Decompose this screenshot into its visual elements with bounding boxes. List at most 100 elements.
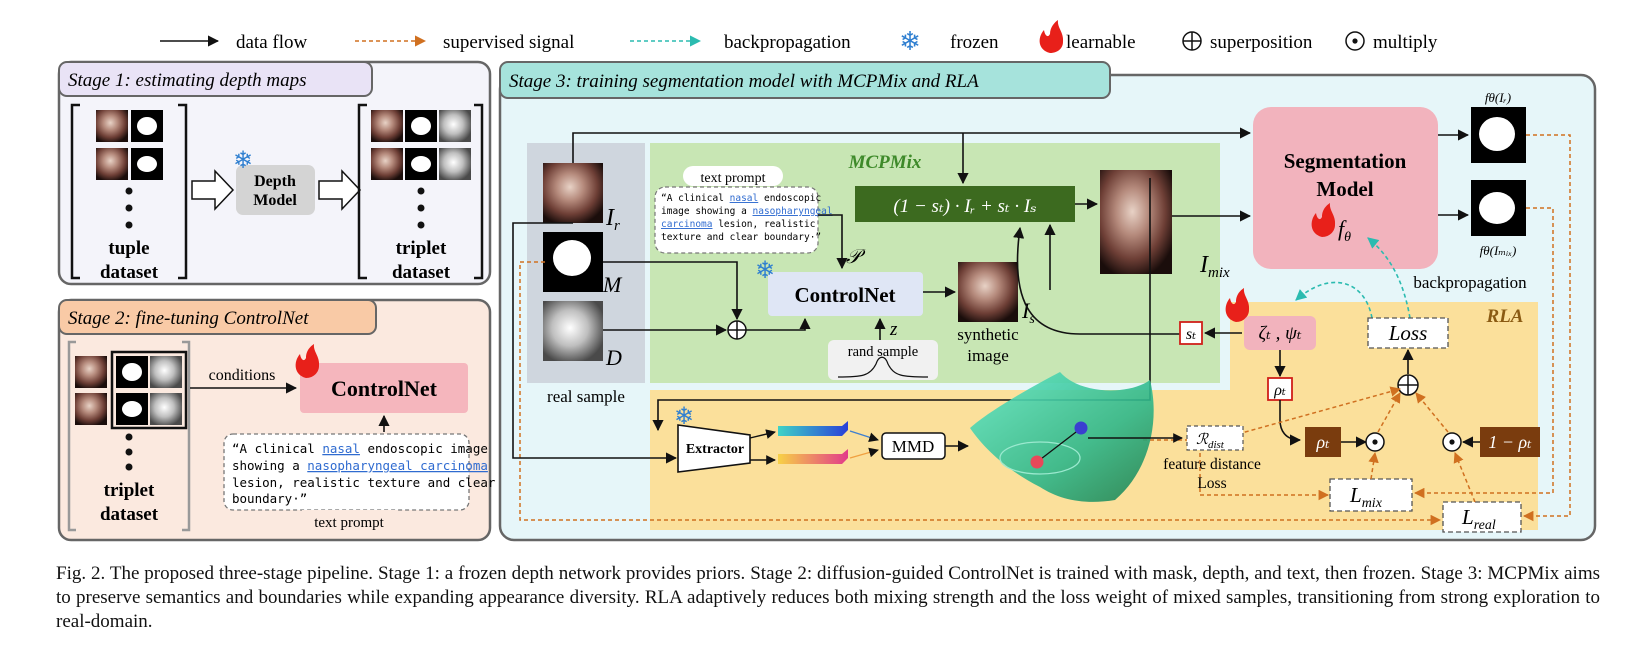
feature-loss-label: Loss bbox=[1197, 475, 1226, 492]
f-imix-label: fθ(Iₘᵢₓ) bbox=[1480, 243, 1517, 258]
controlnet-label: ControlNet bbox=[331, 376, 438, 401]
rand-sample-label: rand sample bbox=[848, 344, 918, 360]
depth-model-label-2: Model bbox=[253, 192, 297, 209]
real-image-thumb bbox=[543, 163, 603, 223]
depth-thumb bbox=[439, 110, 471, 142]
mix-formula: (1 − sₜ) · Iᵣ + sₜ · Iₛ bbox=[893, 196, 1036, 217]
imix-label: Imix bbox=[1199, 252, 1230, 281]
flame-icon bbox=[1311, 203, 1336, 237]
stage3-controlnet-label: ControlNet bbox=[794, 283, 895, 307]
prompt-line-3: lesion, realistic texture and clear bbox=[232, 475, 496, 490]
legend-data-flow: data flow bbox=[236, 32, 308, 53]
rho-t-label: ρₜ bbox=[1315, 432, 1330, 452]
l-real-label: Lreal bbox=[1461, 505, 1496, 533]
feature-mix-bar bbox=[778, 449, 848, 464]
rho-small-label: ρₜ bbox=[1273, 382, 1286, 399]
m-label: M bbox=[602, 272, 623, 297]
multiply-icon bbox=[1345, 31, 1365, 51]
depth-thumb bbox=[439, 148, 471, 180]
superposition-icon bbox=[1182, 31, 1202, 51]
flame-icon bbox=[295, 344, 320, 378]
synthetic-image-thumb bbox=[958, 262, 1018, 322]
legend: data flow supervised signal backpropagat… bbox=[160, 20, 1438, 56]
loss-landscape-icon bbox=[970, 372, 1154, 502]
extractor-box bbox=[677, 424, 751, 473]
mixed-image-thumb bbox=[1100, 170, 1172, 274]
flame-icon bbox=[1039, 20, 1064, 53]
z-label: z bbox=[889, 319, 898, 340]
rho-t-box bbox=[1305, 427, 1341, 457]
stage1-title: Stage 1: estimating depth maps bbox=[68, 70, 307, 91]
triplet-label-2: dataset bbox=[392, 262, 451, 283]
synthetic-label-1: synthetic bbox=[957, 325, 1019, 344]
segmentation-model-box bbox=[1253, 107, 1438, 269]
stage3-controlnet-box bbox=[768, 272, 923, 316]
small-prompt-line-4: texture and clear boundary·” bbox=[661, 232, 821, 243]
stage3-panel: Stage 3: training segmentation model wit… bbox=[498, 61, 1597, 542]
l-mix-label: Lmix bbox=[1349, 483, 1383, 511]
depth-model-label-1: Depth bbox=[254, 173, 296, 190]
stage3-prompt-box bbox=[654, 186, 819, 254]
d-label: D bbox=[605, 345, 622, 370]
prompt-line-4: boundary·” bbox=[232, 491, 307, 506]
rla-label: RLA bbox=[1486, 306, 1524, 327]
one-minus-rho-box bbox=[1480, 427, 1540, 457]
seg-model-label-1: Segmentation bbox=[1284, 149, 1407, 173]
stage3-title: Stage 3: training segmentation model wit… bbox=[509, 71, 979, 92]
hollow-arrow-icon bbox=[318, 169, 362, 211]
tuple-bracket-left bbox=[70, 103, 80, 280]
endoscopic-thumb bbox=[96, 148, 128, 180]
tuple-bracket-right bbox=[178, 103, 188, 280]
zeta-psi-box bbox=[1244, 316, 1316, 350]
tuple-label-2: dataset bbox=[100, 262, 159, 283]
prompt-line-1: “A clinical nasal endoscopic image bbox=[232, 441, 488, 456]
is-label: Is bbox=[1021, 298, 1035, 327]
st-box bbox=[1179, 321, 1203, 345]
l-real-box bbox=[1442, 501, 1522, 533]
snowflake-icon: ❄ bbox=[674, 404, 694, 430]
conditions-label: conditions bbox=[209, 367, 276, 384]
real-point-icon bbox=[1030, 455, 1044, 469]
mmd-label: MMD bbox=[892, 437, 935, 456]
loss-box bbox=[1367, 317, 1449, 349]
stage2-triplet-label-2: dataset bbox=[100, 504, 159, 525]
feature-distance-label: feature distance bbox=[1163, 456, 1261, 473]
depth-model-box bbox=[236, 165, 315, 215]
real-sample-label: real sample bbox=[547, 387, 625, 406]
legend-supervised-signal: supervised signal bbox=[443, 32, 574, 53]
flame-icon bbox=[1225, 288, 1250, 322]
small-prompt-line-3: carcinoma lesion, realistic bbox=[661, 219, 815, 230]
tuple-label-1: tuple bbox=[108, 238, 149, 259]
figure-caption: Fig. 2. The proposed three-stage pipelin… bbox=[56, 562, 1600, 634]
conditions-box bbox=[110, 350, 188, 430]
small-prompt-line-1: “A clinical nasal endoscopic bbox=[661, 193, 821, 204]
ir-label: Ir bbox=[605, 205, 620, 234]
st-label: sₜ bbox=[1186, 326, 1196, 343]
legend-superposition: superposition bbox=[1210, 32, 1313, 53]
f-theta-label: fθ bbox=[1338, 216, 1351, 245]
rand-sample-box bbox=[828, 340, 938, 380]
triplet-bracket-left bbox=[357, 103, 367, 280]
triplet-bracket-right bbox=[474, 103, 484, 280]
r-dist-box bbox=[1186, 425, 1244, 451]
legend-frozen: frozen bbox=[950, 32, 999, 53]
triplet-label-1: triplet bbox=[396, 238, 447, 259]
snowflake-icon: ❄ bbox=[755, 258, 775, 284]
zeta-psi-label: ζₜ , ψₜ bbox=[1258, 323, 1301, 344]
l-mix-box bbox=[1329, 478, 1413, 512]
seg-model-label-2: Model bbox=[1316, 177, 1373, 201]
legend-multiply: multiply bbox=[1373, 32, 1438, 53]
mcpmix-label: MCPMix bbox=[848, 152, 922, 173]
controlnet-box bbox=[300, 363, 468, 413]
f-ir-label: fθ(Iᵣ) bbox=[1485, 90, 1511, 105]
stage2-panel: Stage 2: fine-tuning ControlNet triplet … bbox=[57, 298, 496, 542]
extractor-label: Extractor bbox=[686, 442, 744, 457]
prompt-line-2: showing a nasopharyngeal carcinoma bbox=[232, 458, 488, 473]
mix-point-icon bbox=[1074, 421, 1088, 435]
one-minus-rho-label: 1 − ρₜ bbox=[1488, 432, 1532, 452]
depth-image-thumb bbox=[543, 301, 603, 361]
stage2-title: Stage 2: fine-tuning ControlNet bbox=[68, 308, 309, 329]
gaussian-curve-icon bbox=[837, 356, 929, 378]
